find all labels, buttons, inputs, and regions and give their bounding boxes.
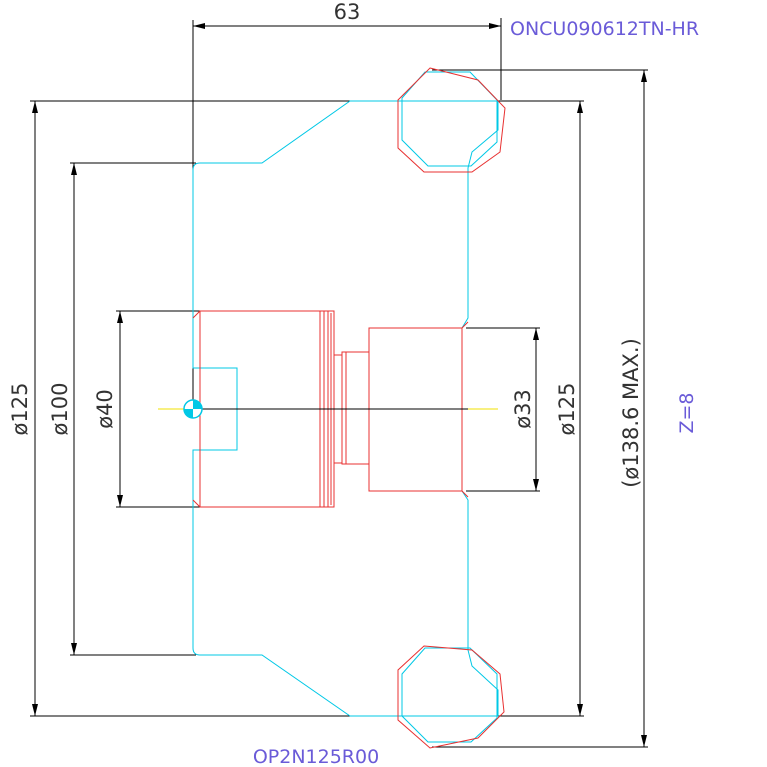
insert-top-cyan bbox=[401, 71, 498, 167]
insert-top-red bbox=[397, 67, 506, 173]
tooth-count-label: Z=8 bbox=[676, 392, 698, 433]
dim-dia-100: ø100 bbox=[48, 383, 72, 436]
insert-bottom-cyan bbox=[401, 647, 498, 743]
cutter-code-label: OP2N125R00 bbox=[253, 746, 379, 767]
dim-dia-40: ø40 bbox=[93, 389, 117, 429]
dim-width-63: 63 bbox=[334, 0, 361, 24]
dim-dia-33: ø33 bbox=[511, 389, 535, 429]
dim-dia-max: (ø138.6 MAX.) bbox=[619, 338, 643, 488]
dim-dia-125-right: ø125 bbox=[555, 383, 579, 436]
insert-code-label: ONCU090612TN-HR bbox=[510, 18, 699, 40]
origin-marker-icon bbox=[183, 399, 203, 419]
insert-bottom-red bbox=[397, 645, 505, 749]
dim-dia-125-left: ø125 bbox=[8, 383, 32, 436]
dimension-lines bbox=[30, 18, 648, 748]
